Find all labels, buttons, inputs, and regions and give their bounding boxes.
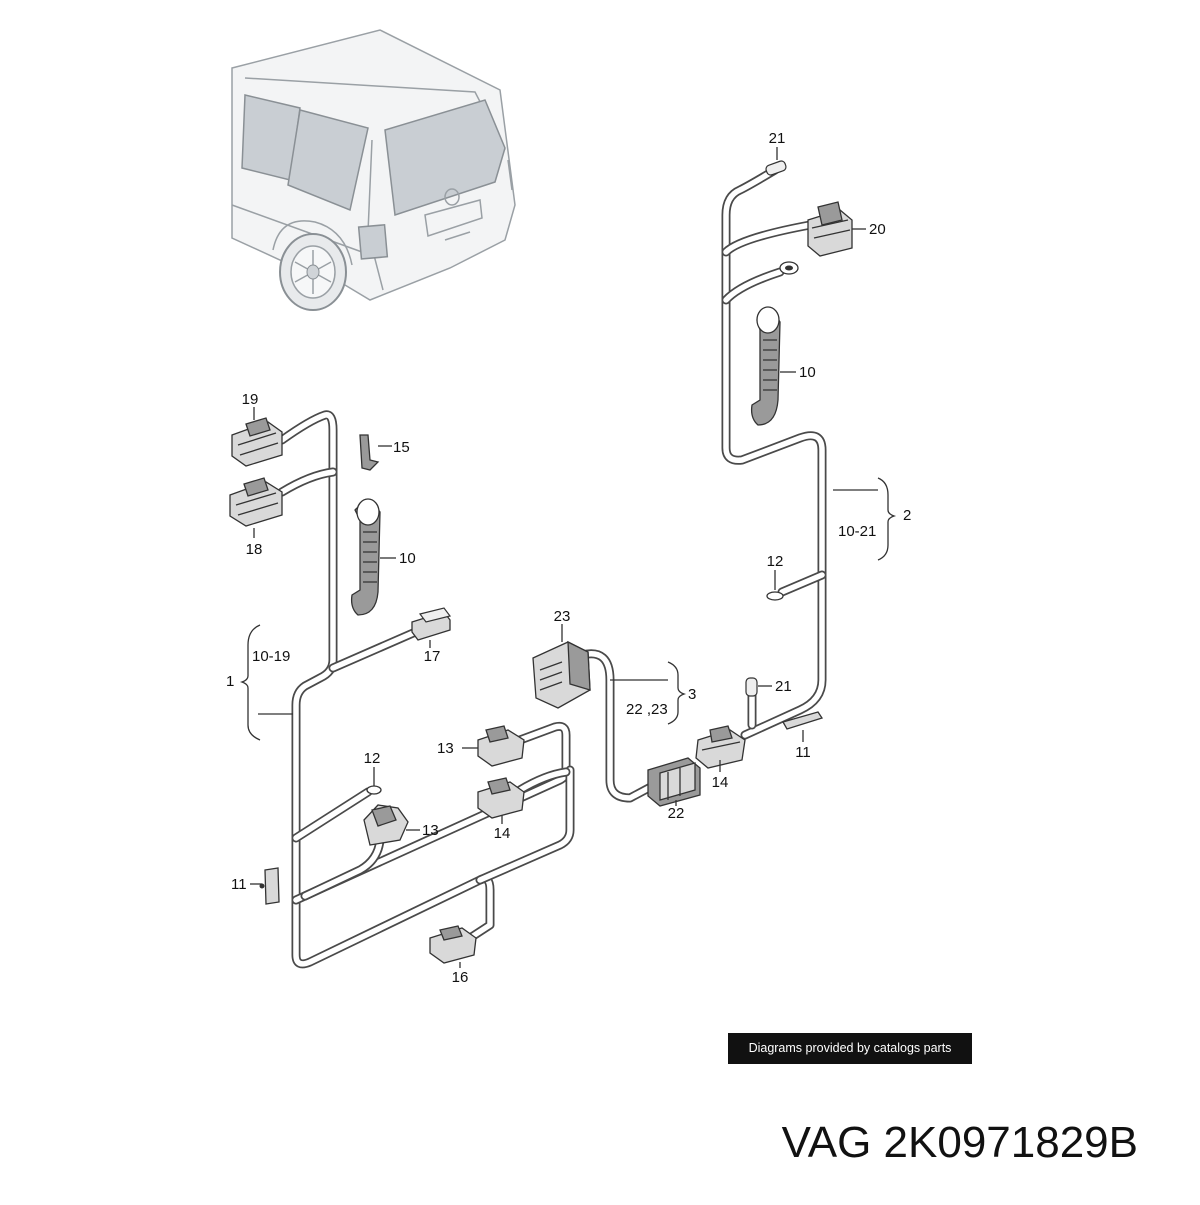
middle-harness	[577, 649, 665, 803]
right-harness	[721, 165, 827, 740]
part-18-connector	[229, 477, 283, 527]
callout-10-left: 10	[399, 550, 416, 567]
part-20-connector	[807, 201, 853, 257]
part-14-connector-left	[477, 777, 525, 819]
part-14-connector-right	[695, 725, 746, 769]
callout-10-right: 10	[799, 364, 816, 381]
part-12-ring-right	[766, 591, 784, 601]
part-22-connector	[647, 757, 701, 807]
part-21-top	[765, 160, 787, 176]
callout-12-right: 12	[767, 553, 784, 570]
credit-banner: Diagrams provided by catalogs parts	[728, 1033, 972, 1064]
part-23-connector	[532, 640, 591, 709]
part-16-connector	[429, 925, 477, 964]
part-10-grommet-right	[750, 306, 781, 426]
part-number: VAG 2K0971829B	[781, 1118, 1138, 1167]
callout-14-right: 14	[712, 774, 729, 791]
leader-lines	[239, 147, 897, 968]
part-15-clip	[359, 434, 380, 471]
callout-2: 2	[903, 507, 911, 524]
callout-20: 20	[869, 221, 886, 238]
part-21-bottom	[745, 677, 758, 697]
part-12-ring-left	[366, 785, 382, 795]
callout-15: 15	[393, 439, 410, 456]
callout-16: 16	[452, 969, 469, 986]
part-13-connector-left	[363, 804, 409, 846]
part-11-tape-right	[782, 711, 824, 730]
part-10-grommet-left	[350, 498, 381, 616]
callout-21-bottom: 21	[775, 678, 792, 695]
callout-22: 22	[668, 805, 685, 822]
callout-23: 23	[554, 608, 571, 625]
callout-21-top: 21	[769, 130, 786, 147]
part-17-module	[411, 607, 452, 641]
callout-13-top: 13	[437, 740, 454, 757]
van-illustration	[231, 29, 516, 311]
callout-14-left: 14	[494, 825, 511, 842]
callout-1: 1	[226, 673, 234, 690]
callout-11-left: 11	[231, 876, 247, 893]
callout-13-left: 13	[422, 822, 439, 839]
left-harness	[277, 410, 575, 969]
part-11-tape-left	[259, 867, 280, 905]
callout-10-21: 10-21	[838, 523, 876, 540]
part-19-connector	[231, 417, 283, 467]
callout-labels: 21 20 10 2 10-21 12 21 11 14 22 23 3 22 …	[226, 130, 911, 986]
callout-22-23: 22 ,23	[626, 701, 668, 718]
callout-12-left: 12	[364, 750, 381, 767]
callout-17: 17	[424, 648, 441, 665]
callout-3: 3	[688, 686, 696, 703]
callout-19: 19	[242, 391, 259, 408]
part-13-connector-top	[477, 725, 525, 767]
callout-11-right: 11	[795, 744, 811, 761]
callout-18: 18	[246, 541, 263, 558]
part-ring-terminal-right	[779, 261, 799, 275]
callout-10-19: 10-19	[252, 648, 290, 665]
